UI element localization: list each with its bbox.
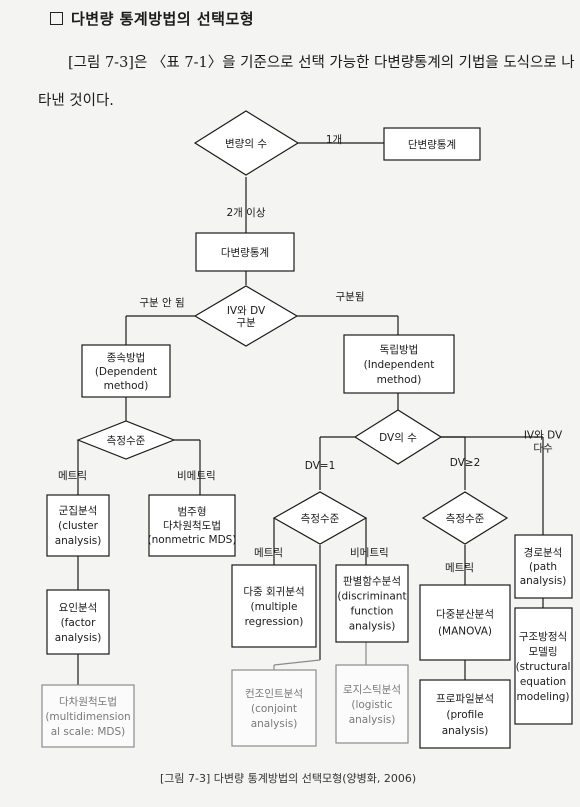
decision-dv-count: DV의 수 <box>379 432 417 444</box>
mds-metric-line-1: 다차원척도법 <box>59 696 117 708</box>
decision-measure-dv2 <box>421 491 509 545</box>
univariate-box <box>383 127 481 161</box>
checkbox-icon <box>50 12 63 25</box>
sem-line-1: 구조방정식 <box>519 631 567 643</box>
conjoint-line-3: analysis) <box>251 718 298 730</box>
dependent-method-box <box>81 344 171 398</box>
conjoint-line-1: 컨조인트분석 <box>245 688 303 700</box>
sem-line-4: equation <box>520 676 566 688</box>
label-separated: 구분됨 <box>336 291 365 303</box>
mds-nonmetric-line-2: 다차원척도법 <box>163 520 221 532</box>
label-dv1: DV=1 <box>305 460 336 472</box>
decision-iv-dv <box>193 285 299 347</box>
factor-line-1: 요인분석 <box>59 602 98 614</box>
path-analysis-box <box>514 534 573 599</box>
decision-measure-left: 측정수준 <box>107 435 146 447</box>
figure-caption: [그림 7-3] 다변량 통계방법의 선택모형(양병화, 2006) <box>160 772 417 785</box>
profile-line-2: (profile <box>446 709 483 721</box>
multivariate: 다변량통계 <box>221 247 269 259</box>
decision-ivdv-line-2: 구분 <box>236 317 256 329</box>
sem-box <box>514 607 573 725</box>
logistic-line-3: analysis) <box>349 714 396 726</box>
discriminant-line-1: 판별함수분석 <box>343 576 401 588</box>
mds-metric-line-2: (multidimension <box>45 711 130 723</box>
decision-measure-dv1 <box>272 491 368 545</box>
flowchart-connectors <box>77 142 544 685</box>
dependent-line-3: method) <box>104 380 149 392</box>
section-title-text: 다변량 통계방법의 선택모형 <box>71 10 255 28</box>
factor-analysis-box <box>46 589 110 655</box>
section-title: 다변량 통계방법의 선택모형 <box>50 8 254 29</box>
multivariate-box <box>195 232 295 272</box>
dependent-line-2: (Dependent <box>95 366 157 378</box>
label-ivdv-many-line-2: 다수 <box>533 443 553 455</box>
label-one: 1개 <box>326 134 342 146</box>
cluster-line-2: (cluster <box>58 520 98 532</box>
logistic-line-2: (logistic <box>351 699 393 711</box>
discriminant-analysis-box <box>335 564 409 643</box>
discriminant-line-2: (discriminant <box>337 591 406 603</box>
cluster-line-1: 군집분석 <box>59 505 98 517</box>
nonmetric-mds-box <box>148 494 236 557</box>
decision-num-vars: 변량의 수 <box>225 138 267 150</box>
discriminant-line-4: analysis) <box>349 621 396 633</box>
label-nonmetric-left: 비메트릭 <box>177 470 216 482</box>
multiple-regression-box <box>231 564 317 648</box>
decision-number-of-variables <box>193 110 300 176</box>
cluster-line-3: analysis) <box>55 535 102 547</box>
regression-line-1: 다중 회귀분석 <box>243 586 304 598</box>
independent-line-2: (Independent <box>364 359 435 371</box>
path-line-3: analysis) <box>520 575 567 587</box>
conjoint-analysis-box <box>231 669 317 747</box>
mds-metric-line-3: al scale: MDS) <box>51 726 126 738</box>
profile-analysis-box <box>419 679 511 749</box>
independent-method-box <box>343 334 455 394</box>
label-nonmetric-dv1: 비메트릭 <box>350 547 389 559</box>
manova-box <box>419 584 511 661</box>
intro-paragraph: [그림 7-3]은 〈표 7-1〉을 기준으로 선택 가능한 다변량통계의 기법… <box>38 55 575 109</box>
metric-mds-box <box>41 684 135 748</box>
label-dv2: DV≥2 <box>450 457 481 469</box>
path-line-2: (path <box>529 561 557 573</box>
univariate: 단변량통계 <box>408 139 456 151</box>
label-ivdv-many-line-1: IV와 DV <box>524 430 563 442</box>
manova-line-1: 다중분산분석 <box>436 609 494 621</box>
mds-nonmetric-line-1: 범주형 <box>178 506 207 518</box>
label-metric-dv1: 메트릭 <box>254 547 283 559</box>
flowchart-shapes <box>41 110 573 749</box>
dependent-line-1: 종속방법 <box>107 352 146 364</box>
regression-line-2: (multiple <box>251 601 298 613</box>
path-line-1: 경로분석 <box>524 546 563 559</box>
profile-line-1: 프로파일분석 <box>436 692 494 705</box>
decision-measure-left <box>76 420 176 460</box>
decision-dv-count <box>353 409 443 465</box>
factor-line-2: (factor <box>61 617 97 629</box>
sem-line-3: (structural <box>516 661 571 673</box>
discriminant-line-3: function <box>351 606 394 618</box>
label-metric-dv2: 메트릭 <box>445 562 474 574</box>
mds-nonmetric-line-3: (nonmetric MDS) <box>148 534 237 546</box>
factor-line-3: analysis) <box>55 632 102 644</box>
profile-line-3: analysis) <box>442 725 489 737</box>
label-metric-left: 메트릭 <box>58 470 87 482</box>
decision-measure-dv1: 측정수준 <box>301 513 340 525</box>
logistic-line-1: 로지스틱분석 <box>343 684 401 696</box>
decision-ivdv-line-1: IV와 DV <box>227 305 266 317</box>
logistic-analysis-box <box>335 664 409 744</box>
regression-line-3: regression) <box>245 616 304 628</box>
independent-line-3: method) <box>377 374 422 386</box>
conjoint-line-2: (conjoint <box>251 703 297 715</box>
sem-line-5: modeling) <box>516 691 569 703</box>
independent-line-1: 독립방법 <box>380 343 419 356</box>
decision-measure-dv2: 측정수준 <box>446 513 485 525</box>
label-two-plus: 2개 이상 <box>227 207 266 219</box>
sem-line-2: 모델링 <box>529 646 558 658</box>
label-not-separated: 구분 안 됨 <box>139 297 184 309</box>
manova-line-2: (MANOVA) <box>438 626 492 638</box>
cluster-analysis-box <box>46 494 110 557</box>
